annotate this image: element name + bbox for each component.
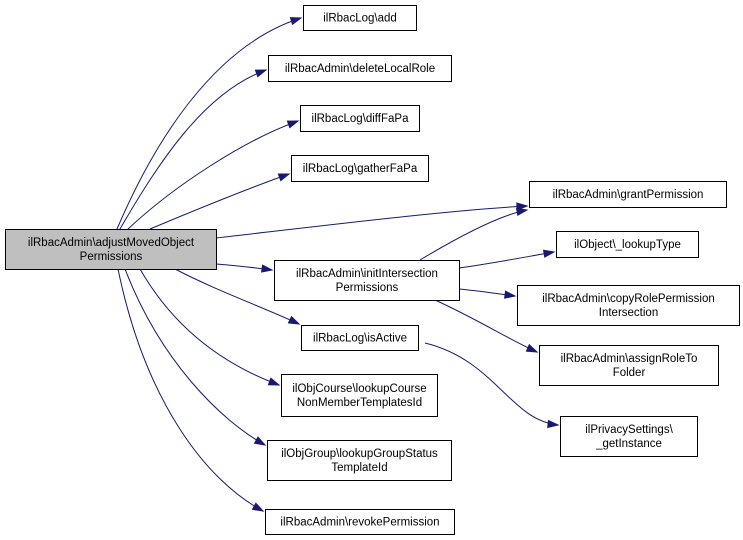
node-box [268, 55, 452, 82]
arrowhead-icon [525, 343, 539, 353]
node-label: ilObjGroup\lookupGroupStatus [281, 448, 438, 460]
edge-root-to-log_add [116, 17, 303, 230]
node-box [539, 345, 719, 386]
edge-line [458, 251, 555, 269]
node-log-add[interactable]: ilRbacLog\add [303, 5, 417, 31]
edge-root-to-delete_local_role [119, 69, 268, 230]
node-box [301, 325, 419, 351]
edge-line [419, 209, 528, 261]
edge-init_intersection-to-lookup_type [458, 249, 556, 269]
edge-line [139, 268, 280, 386]
node-label: ilObjCourse\lookupCourse [292, 383, 426, 395]
node-label: ilRbacAdmin\adjustMovedObject [28, 237, 195, 249]
node-label: Folder [613, 367, 646, 379]
node-is-active[interactable]: ilRbacLog\isActive [301, 325, 419, 351]
arrowhead-icon [547, 419, 560, 429]
node-box [556, 231, 699, 258]
node-grant-permission[interactable]: ilRbacAdmin\grantPermission [529, 181, 727, 208]
node-label: ilRbacLog\diffFaPa [312, 113, 410, 125]
edge-init_intersection-to-grant_permission [419, 207, 529, 261]
node-lookup-course[interactable]: ilObjCourse\lookupCourseNonMemberTemplat… [281, 374, 438, 417]
node-box [303, 5, 417, 31]
node-lookup-type[interactable]: ilObject\_lookupType [556, 231, 699, 258]
arrowhead-icon [515, 207, 529, 217]
edge-root-to-lookup_group [124, 268, 267, 446]
edge-is_active-to-get_instance [424, 342, 560, 429]
edge-line [174, 268, 300, 325]
edge-line [424, 342, 559, 426]
edge-root-to-grant_permission [215, 202, 529, 239]
edge-root-to-gather_fapa [149, 173, 291, 230]
node-label: Permissions [336, 282, 399, 294]
node-label: ilRbacLog\gatherFaPa [303, 163, 418, 175]
node-box [560, 416, 698, 457]
node-box [529, 181, 727, 208]
node-box [265, 509, 455, 535]
node-label: Intersection [599, 307, 658, 319]
node-box [267, 440, 452, 481]
node-revoke-permission[interactable]: ilRbacAdmin\revokePermission [265, 509, 455, 535]
node-label: ilPrivacySettings\ [585, 424, 673, 436]
node-diff-fapa[interactable]: ilRbacLog\diffFaPa [300, 105, 420, 132]
node-label: ilRbacAdmin\deleteLocalRole [285, 63, 435, 75]
node-box [300, 105, 420, 132]
arrowhead-icon [277, 173, 291, 182]
node-get-instance[interactable]: ilPrivacySettings\ _getInstance [560, 416, 698, 457]
arrowhead-icon [289, 17, 303, 26]
node-label: _getInstance [595, 438, 662, 450]
node-label: ilRbacAdmin\revokePermission [280, 517, 439, 529]
edge-line [119, 69, 267, 230]
node-label: ilRbacLog\add [323, 13, 397, 25]
edge-root-to-diff_fapa [127, 120, 300, 230]
node-label: ilRbacAdmin\initIntersection [296, 268, 438, 280]
arrowhead-icon [267, 377, 281, 386]
node-delete-local-role[interactable]: ilRbacAdmin\deleteLocalRole [268, 55, 452, 82]
edge-line [149, 173, 290, 230]
edge-line [127, 120, 299, 230]
node-box [517, 285, 740, 326]
arrowhead-icon [253, 436, 267, 446]
edge-line [117, 268, 264, 512]
edge-root-to-lookup_course [139, 268, 281, 386]
node-copy-role-permission[interactable]: ilRbacAdmin\copyRolePermissionIntersecti… [517, 285, 740, 326]
arrowhead-icon [254, 69, 268, 78]
node-label: ilObject\_lookupType [574, 239, 681, 251]
node-gather-fapa[interactable]: ilRbacLog\gatherFaPa [291, 155, 429, 182]
node-box [274, 260, 460, 301]
node-label: ilRbacAdmin\assignRoleTo [561, 353, 698, 365]
node-label: ilRbacAdmin\grantPermission [553, 189, 704, 201]
arrowhead-icon [504, 290, 517, 299]
edge-root-to-is_active [174, 268, 301, 325]
edge-root-to-revoke_permission [117, 268, 265, 512]
node-label: Permissions [80, 251, 143, 263]
arrowhead-icon [261, 264, 274, 273]
node-box [5, 229, 217, 270]
edge-init_intersection-to-assign_role_to_folder [434, 299, 539, 353]
arrowhead-icon [287, 315, 301, 325]
edge-line [124, 268, 266, 446]
node-label: NonMemberTemplatesId [297, 397, 422, 409]
arrowhead-icon [516, 202, 529, 211]
node-label: ilRbacAdmin\copyRolePermission [542, 293, 715, 305]
arrowhead-icon [542, 249, 556, 258]
node-box [281, 374, 438, 417]
edge-line [215, 205, 528, 239]
edge-line [116, 17, 302, 230]
edge-root-to-init_intersection [215, 263, 274, 273]
node-label: TemplateId [331, 462, 387, 474]
edge-init_intersection-to-copy_role_permission [458, 288, 517, 299]
arrowhead-icon [251, 502, 265, 512]
node-label: ilRbacLog\isActive [313, 333, 407, 345]
node-box [291, 155, 429, 182]
arrowhead-icon [286, 120, 300, 129]
